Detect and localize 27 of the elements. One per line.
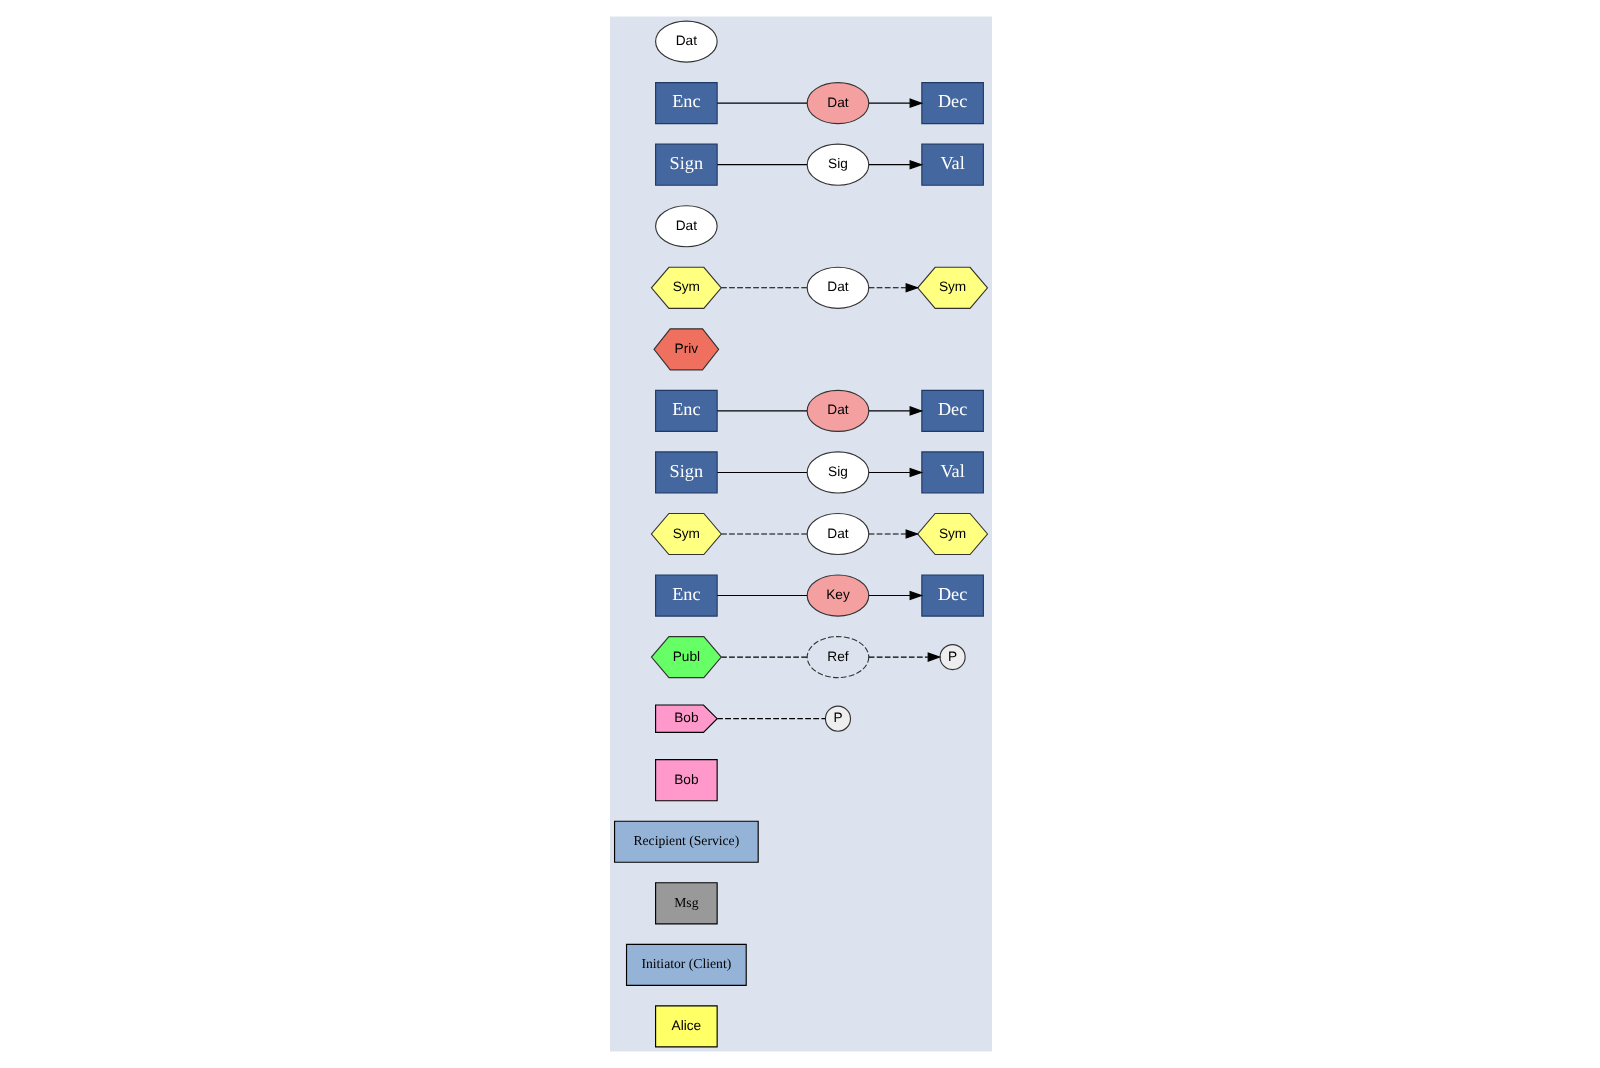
connector — [715, 718, 825, 720]
connector — [715, 164, 807, 166]
node-box: Val — [920, 143, 983, 186]
node-box: Sign — [654, 143, 717, 186]
connector — [715, 594, 807, 597]
node-box: Dec — [920, 574, 983, 617]
node-box: Enc — [654, 82, 717, 125]
arrow — [867, 283, 919, 293]
arrow — [867, 529, 919, 539]
connector — [715, 471, 807, 473]
node-box: Enc — [654, 389, 717, 432]
node-box: Sign — [654, 451, 717, 494]
connector — [719, 533, 807, 535]
connector — [715, 410, 807, 412]
arrow — [867, 406, 923, 416]
node-box: Enc — [654, 574, 717, 617]
arrow — [867, 590, 923, 601]
node-box: Dec — [920, 82, 983, 125]
node-box: Dec — [920, 389, 983, 432]
arrow — [867, 98, 923, 108]
connector — [715, 102, 807, 104]
connector — [719, 656, 807, 658]
arrow — [867, 159, 923, 170]
connector — [719, 287, 807, 289]
arrow — [867, 652, 941, 662]
arrow — [867, 467, 923, 478]
node-box: Val — [920, 451, 983, 494]
